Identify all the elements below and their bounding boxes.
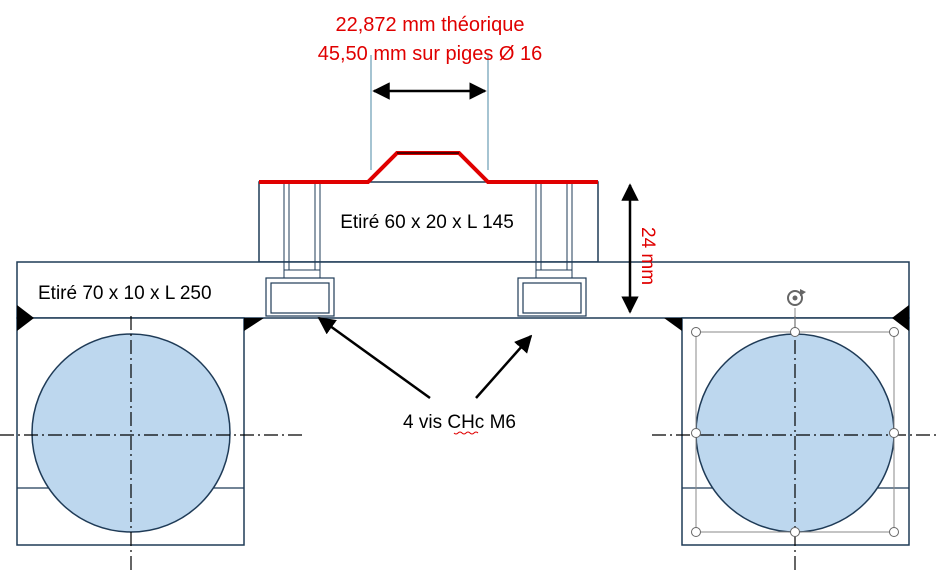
resize-handle bbox=[790, 327, 800, 337]
lower-bar-label: Etiré 70 x 10 x L 250 bbox=[38, 283, 212, 304]
resize-handle bbox=[889, 428, 899, 438]
resize-handle bbox=[691, 527, 701, 537]
resize-handle bbox=[790, 527, 800, 537]
resize-handle bbox=[691, 428, 701, 438]
distance-pins-label: 45,50 mm sur piges Ø 16 bbox=[318, 43, 543, 65]
screw-shank-right bbox=[535, 182, 573, 279]
red-top-profile bbox=[259, 151, 598, 184]
left-pillow-block bbox=[16, 317, 245, 546]
resize-handle bbox=[889, 527, 899, 537]
rotate-icon[interactable] bbox=[787, 289, 806, 306]
corner-marks bbox=[17, 305, 909, 331]
resize-handle bbox=[691, 327, 701, 337]
screw-arrow-left bbox=[317, 316, 431, 400]
spellcheck-underline bbox=[453, 431, 479, 435]
lower-bar[interactable] bbox=[16, 261, 910, 319]
selection-box[interactable] bbox=[691, 308, 899, 537]
screws-label: 4 vis CHc M6 bbox=[403, 412, 516, 433]
upper-bar-label: Etiré 60 x 20 x L 145 bbox=[340, 212, 514, 233]
height-label: 24 mm bbox=[637, 227, 658, 285]
screw-arrow-right bbox=[475, 334, 533, 399]
resize-handle bbox=[889, 327, 899, 337]
distance-theoretical-label: 22,872 mm théorique bbox=[335, 14, 524, 36]
